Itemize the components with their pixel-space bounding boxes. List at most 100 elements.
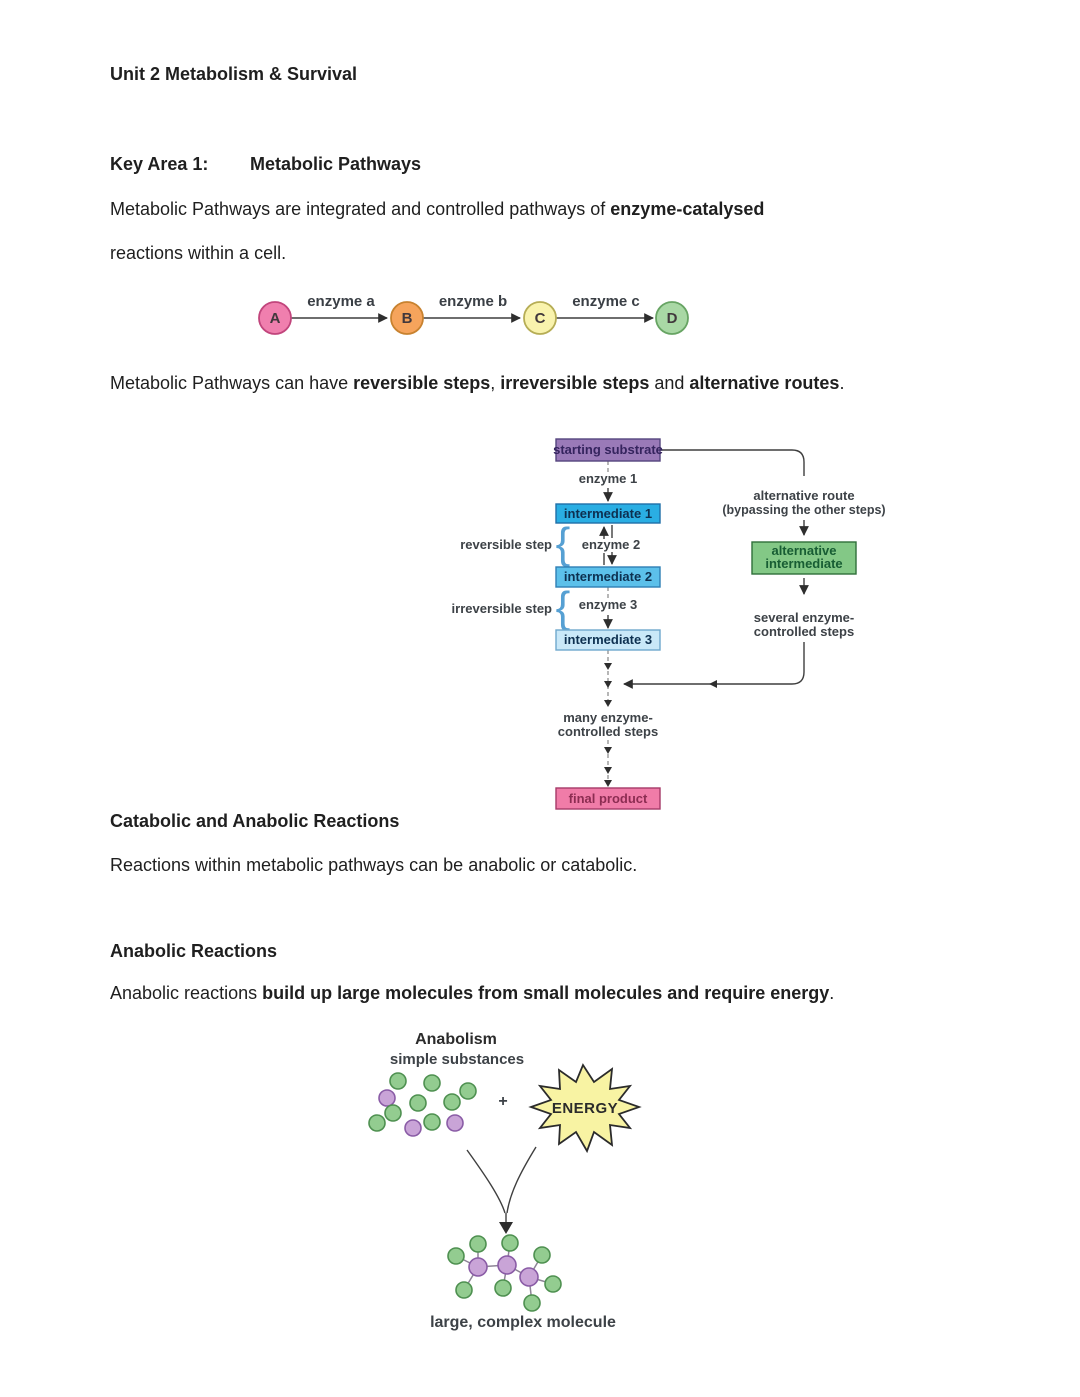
green-molecule (533, 1246, 551, 1264)
down-arrowhead (604, 663, 612, 670)
down-arrowhead (604, 681, 612, 688)
node-d-label: D (667, 310, 678, 327)
irreversible-brace: { (556, 583, 571, 632)
green-molecule (368, 1114, 386, 1132)
anabolism-diagram: Anabolism simple substances + ENERGY (368, 1031, 642, 1331)
down-arrowhead (604, 780, 612, 787)
intermediate2-box (555, 566, 661, 588)
node-a-label: A (270, 310, 281, 327)
anabolic-heading: Anabolic Reactions (110, 941, 278, 961)
green-molecule (389, 1072, 407, 1090)
paragraph-text: Metabolic Pathways are integrated and co… (110, 199, 611, 219)
starting-substrate-box (555, 438, 661, 462)
purple-molecule (519, 1267, 539, 1287)
green-molecule (455, 1281, 473, 1299)
paragraph-text: . (829, 983, 835, 1003)
green-molecule (469, 1235, 487, 1253)
paragraph-bold-text: irreversible steps (500, 373, 650, 393)
down-arrowhead (604, 700, 612, 707)
paragraph-steps: Metabolic Pathways can have reversible s… (110, 371, 844, 395)
paragraph-text: Metabolic Pathways can have (110, 373, 354, 393)
converge-curve-left (466, 1149, 506, 1214)
node-b-circle (390, 301, 424, 335)
green-molecule (443, 1093, 461, 1111)
paragraph-bold-text: build up large molecules from small mole… (262, 983, 830, 1003)
several-steps-label-line1: several enzyme- (754, 610, 854, 625)
paragraph-text: and (649, 373, 690, 393)
alternative-route-line (660, 449, 805, 476)
paragraph-pathways-line2: reactions within a cell. (110, 243, 287, 263)
green-molecule (384, 1104, 402, 1122)
reversible-step-label: reversible step (460, 537, 552, 552)
anabolism-title: Anabolism (415, 1031, 497, 1048)
simple-substances-label: simple substances (390, 1051, 524, 1068)
green-molecule (447, 1247, 465, 1265)
key-area-heading: Key Area 1: Metabolic Pathways (110, 152, 421, 176)
green-molecule (423, 1113, 441, 1131)
purple-molecule (468, 1257, 488, 1277)
converge-curve-right (506, 1146, 537, 1214)
alternative-route-return-line (623, 642, 805, 689)
green-molecule (523, 1294, 541, 1312)
enzyme2-label: enzyme 2 (582, 537, 641, 552)
paragraph-anabolic-or-catabolic: Reactions within metabolic pathways can … (110, 855, 638, 875)
starting-substrate-label: starting substrate (553, 442, 663, 457)
green-molecule (501, 1234, 519, 1252)
intermediate3-box (555, 629, 661, 651)
paragraph-text: Anabolic reactions (110, 983, 263, 1003)
large-complex-molecule (447, 1234, 562, 1312)
enzyme-a-label: enzyme a (307, 293, 375, 310)
paragraph-bold-text: enzyme-catalysed (610, 199, 765, 219)
irreversible-step-label: irreversible step (452, 601, 553, 616)
paragraph-anabolic-reactions: Anabolic reactions build up large molecu… (110, 981, 834, 1005)
plus-sign: + (498, 1093, 507, 1110)
final-product-box (555, 787, 661, 810)
catabolic-heading: Catabolic and Anabolic Reactions (110, 811, 400, 831)
node-c-label: C (535, 310, 546, 327)
node-a-circle (258, 301, 292, 335)
down-arrowhead (604, 747, 612, 754)
down-arrowhead (499, 1222, 513, 1234)
intermediate1-box (555, 503, 661, 524)
doc-title: Unit 2 Metabolism & Survival (110, 64, 358, 84)
key-area-label: Key Area 1: (110, 154, 209, 174)
enzyme1-label: enzyme 1 (579, 471, 638, 486)
energy-label: ENERGY (552, 1100, 618, 1117)
many-steps-label-line2: controlled steps (558, 724, 658, 739)
green-molecule (544, 1275, 562, 1293)
many-steps-label-line1: many enzyme- (563, 710, 653, 725)
intermediate3-label: intermediate 3 (564, 632, 652, 647)
paragraph-pathways-line1: Metabolic Pathways are integrated and co… (110, 197, 764, 221)
alternative-intermediate-label-line1: alternative (771, 543, 836, 558)
enzyme-c-label: enzyme c (572, 293, 640, 310)
simple-substance-molecules (368, 1072, 477, 1137)
pathway-flowchart: { { starting substrate intermediate 1 in… (452, 438, 886, 810)
large-molecule-caption: large, complex molecule (430, 1314, 616, 1331)
reversible-brace: { (556, 519, 571, 568)
green-molecule (459, 1082, 477, 1100)
paragraph-text: . (839, 373, 845, 393)
green-molecule (409, 1094, 427, 1112)
key-area-title: Metabolic Pathways (250, 154, 422, 174)
alternative-route-label-line1: alternative route (753, 488, 854, 503)
energy-starburst (528, 1063, 642, 1154)
final-product-label: final product (569, 791, 648, 806)
node-b-label: B (402, 310, 413, 327)
alternative-intermediate-box (751, 541, 857, 575)
several-steps-label-line2: controlled steps (754, 624, 854, 639)
intermediate2-label: intermediate 2 (564, 569, 652, 584)
enzyme-chain-diagram: enzyme a enzyme b enzyme c A B C D (258, 293, 689, 335)
intermediate1-label: intermediate 1 (564, 506, 652, 521)
purple-molecule (404, 1119, 422, 1137)
paragraph-bold-text: alternative routes (689, 373, 840, 393)
green-molecule (494, 1279, 512, 1297)
down-arrowhead (604, 767, 612, 774)
green-molecule (423, 1074, 441, 1092)
purple-molecule (446, 1114, 464, 1132)
alternative-intermediate-label-line2: intermediate (765, 556, 842, 571)
node-c-circle (523, 301, 557, 335)
enzyme-b-label: enzyme b (439, 293, 507, 310)
alternative-route-label-line2: (bypassing the other steps) (722, 503, 885, 517)
paragraph-bold-text: reversible steps (353, 373, 491, 393)
